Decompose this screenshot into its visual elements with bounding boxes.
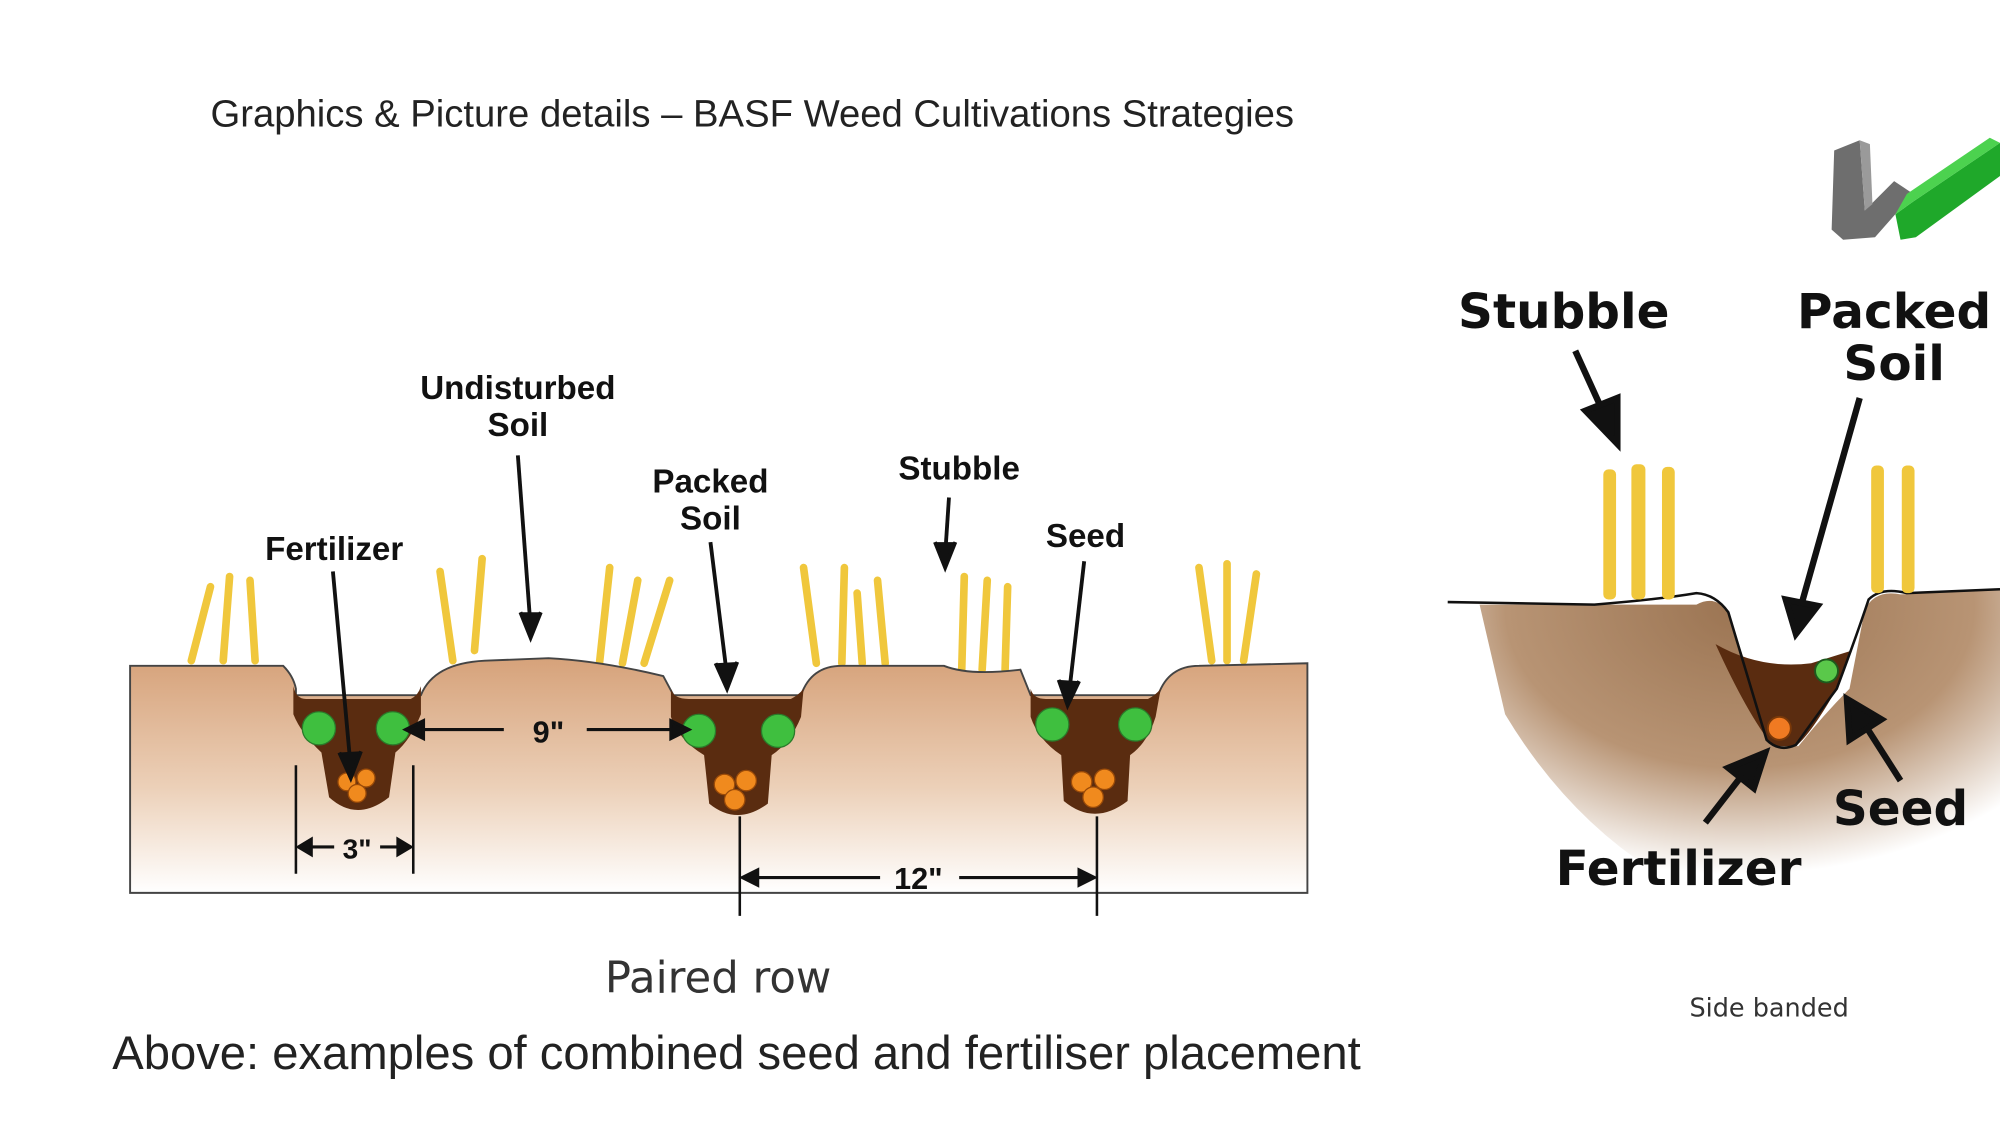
label-packed-soil: Packed bbox=[652, 463, 768, 500]
caption-side-banded: Side banded bbox=[1689, 994, 1848, 1024]
label-packed-soil: Packed bbox=[1797, 284, 1991, 340]
dimension-lines bbox=[294, 718, 1099, 916]
seed-marks bbox=[301, 707, 1153, 749]
side-banded-diagram: Stubble Packed Soil Seed Fertilizer bbox=[1447, 284, 2000, 947]
label-undisturbed-soil: Undisturbed bbox=[420, 370, 615, 407]
seed-mark bbox=[1814, 658, 1839, 684]
label-fertilizer: Fertilizer bbox=[1556, 841, 1802, 897]
label-stubble: Stubble bbox=[898, 451, 1020, 488]
label-fertilizer: Fertilizer bbox=[265, 531, 403, 568]
label-undisturbed-soil-2: Soil bbox=[487, 407, 548, 444]
label-packed-soil-2: Soil bbox=[680, 500, 741, 537]
stubble-marks bbox=[187, 554, 1261, 674]
paired-row-diagram: Undisturbed Soil Fertilizer Packed Soil … bbox=[129, 370, 1309, 916]
fertilizer-mark bbox=[1766, 715, 1792, 741]
stubble-marks-right bbox=[1603, 464, 1915, 600]
label-packed-soil-2: Soil bbox=[1843, 336, 1944, 392]
check-logo-icon bbox=[1831, 137, 2000, 240]
dimension-12in: 12" bbox=[894, 862, 943, 896]
label-seed: Seed bbox=[1046, 518, 1125, 555]
caption-paired-row: Paired row bbox=[605, 953, 832, 1003]
slide-title: Graphics & Picture details – BASF Weed C… bbox=[210, 92, 1294, 135]
dimension-3in: 3" bbox=[343, 833, 372, 864]
dimension-9in: 9" bbox=[533, 715, 565, 749]
label-arrows-right bbox=[1572, 349, 1904, 825]
label-seed: Seed bbox=[1833, 781, 1968, 837]
footer-caption: Above: examples of combined seed and fer… bbox=[112, 1027, 1361, 1080]
label-stubble: Stubble bbox=[1458, 284, 1669, 340]
label-arrows bbox=[331, 455, 1087, 784]
